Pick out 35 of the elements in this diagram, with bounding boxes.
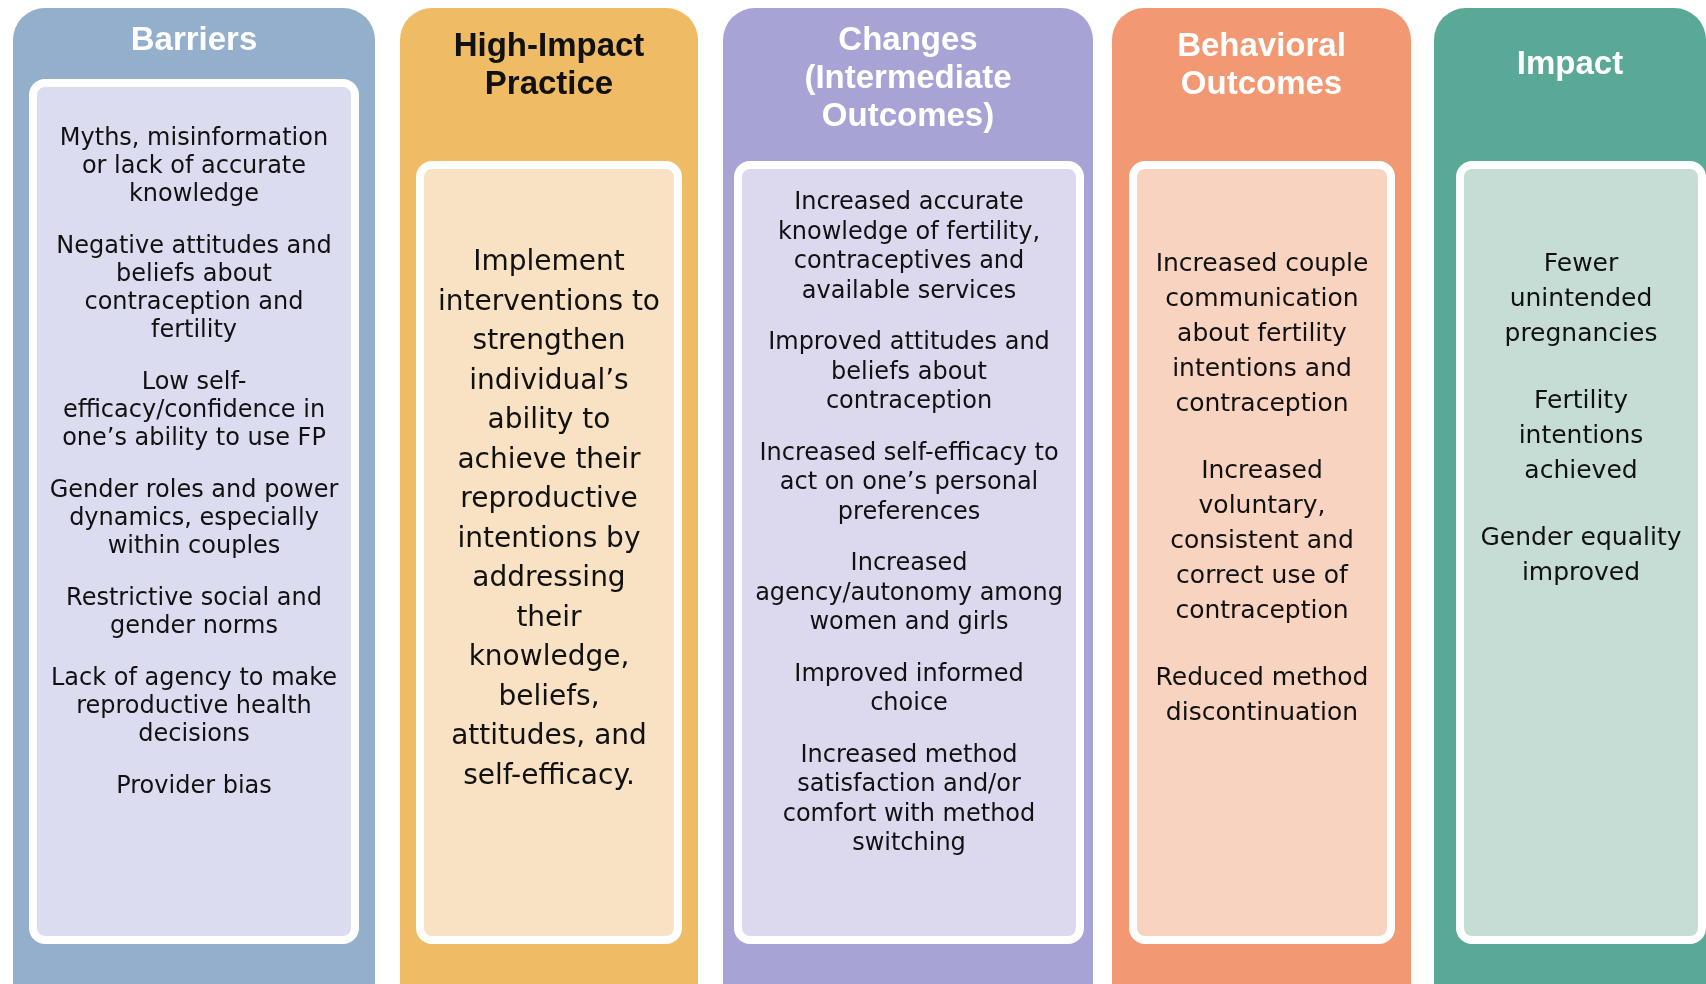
text-panel [416,161,682,944]
list-item: Gender equality improved [1479,521,1683,588]
list-item: Increased accurate knowledge of fertility, contraceptives and available services [776,187,1042,305]
list-item: Improved informed choice [793,658,1025,718]
list-item: Increased method satisfaction and/or comfort with method switching [781,739,1037,858]
text-panel [1456,161,1706,944]
list-item: Fewer unintended pregnancies [1503,247,1659,349]
text-panel [29,79,359,944]
list-item: Lack of agency to make reproductive health decisions [49,663,339,747]
column-heading: Barriers [129,20,259,58]
list-item: Myths, misinformation or lack of accurate knowledge [58,123,330,207]
column-panel [13,8,375,984]
column-heading: High-Impact Practice [452,26,646,102]
column-panel [400,8,698,984]
column-heading: Changes (Intermediate Outcomes) [803,20,1013,134]
list-item: Gender roles and power dynamics, especially within couples [49,475,339,559]
list-item: Fertility intentions achieved [1517,384,1645,486]
list-item: Low self-efficacy/confidence in one’s ability to use FP [61,367,327,451]
list-item: Negative attitudes and beliefs about contraception and fertility [55,231,333,343]
list-item: Improved attitudes and beliefs about contraception [767,327,1051,416]
list-item: Provider bias [115,771,273,799]
list-item: Restrictive social and gender norms [65,583,323,639]
list-item: Increased couple communication about fertility intentions and contraception [1154,247,1370,419]
text-panel [1129,161,1395,944]
list-item: Increased voluntary, consistent and correct use of contraception [1169,454,1355,626]
text-panel [734,161,1084,944]
column-heading: Impact [1515,44,1625,82]
list-item: Implement interventions to strengthen individual’s ability to achieve their reproductive intentions by addressing their knowledge, beliefs, attitudes, and self-efficacy. [437,243,661,793]
column-panel [1434,8,1706,984]
list-item: Increased agency/autonomy among women and girls [754,548,1064,637]
column-panel [1112,8,1411,984]
column-heading: Behavioral Outcomes [1176,26,1347,102]
column-panel [723,8,1093,984]
list-item: Reduced method discontinuation [1154,661,1370,728]
list-item: Increased self-efficacy to act on one’s personal preferences [758,437,1060,526]
